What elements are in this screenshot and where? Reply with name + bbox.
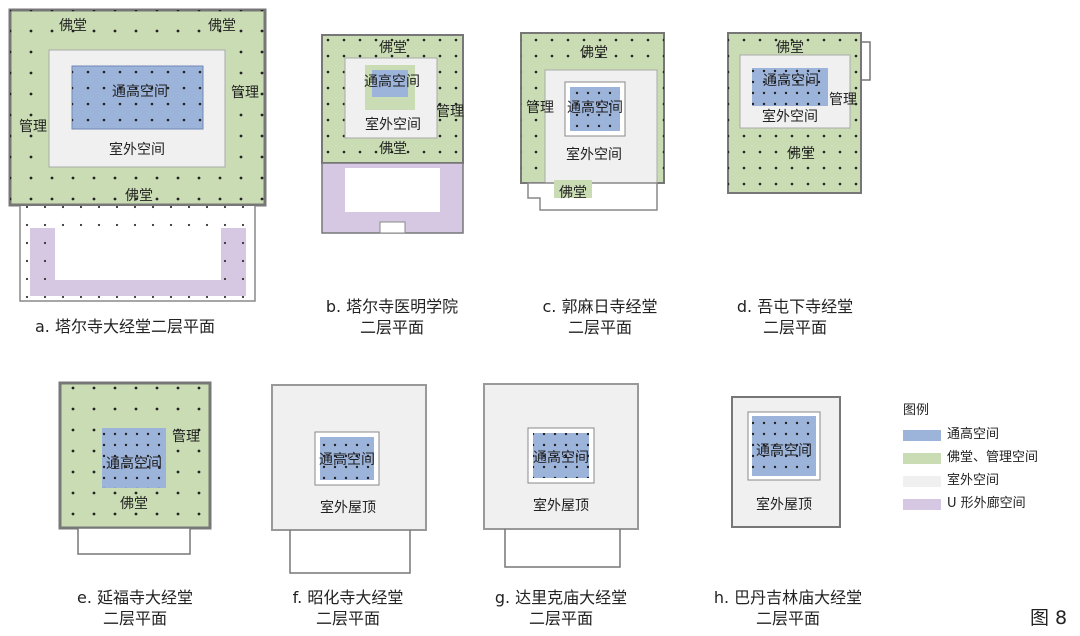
plan-h-atrium-columns <box>752 416 816 476</box>
plan-b-label-management: 管理 <box>436 104 464 120</box>
plan-h-label-atrium: 通高空间 <box>756 442 812 459</box>
caption-d-line2: 二层平面 <box>762 318 827 337</box>
plan-c-label-management: 管理 <box>526 100 554 116</box>
legend-item-atrium: 通高空间 <box>903 427 1038 443</box>
plan-f-label-atrium: 通高空间 <box>319 451 375 468</box>
plan-b <box>321 34 464 234</box>
plan-g-atrium-columns <box>533 433 589 478</box>
plan-e-porch <box>77 527 191 555</box>
plan-b-step <box>379 221 406 234</box>
plan-g-label-outdoor-roof: 室外屋顶 <box>533 497 589 514</box>
plan-h <box>731 396 841 528</box>
legend: 图例 通高空间 佛堂、管理空间 室外空间 U 形外廊空间 <box>903 403 1038 519</box>
caption-f: f. 昭化寺大经堂 二层平面 <box>268 587 428 629</box>
plan-c-label-outdoor: 室外空间 <box>566 146 622 163</box>
caption-f-line1: f. 昭化寺大经堂 <box>292 588 404 607</box>
plan-a <box>8 8 267 302</box>
caption-g: g. 达里克庙大经堂 二层平面 <box>476 587 646 629</box>
caption-b: b. 塔尔寺医明学院 二层平面 <box>307 296 477 338</box>
legend-item-outdoor: 室外空间 <box>903 473 1038 489</box>
plan-c-porch <box>527 182 658 211</box>
caption-c: c. 郭麻日寺经堂 二层平面 <box>520 296 680 338</box>
plan-a-label-management-right: 管理 <box>231 85 259 101</box>
legend-swatch-corridor <box>903 498 941 510</box>
legend-item-hall: 佛堂、管理空间 <box>903 450 1038 466</box>
plan-a-atrium-columns <box>72 66 203 129</box>
caption-b-line2: 二层平面 <box>359 318 424 337</box>
plan-b-court <box>345 168 440 212</box>
legend-label-outdoor: 室外空间 <box>947 473 1000 488</box>
plan-f-roof <box>271 384 427 531</box>
plan-a-label-management-left: 管理 <box>19 119 47 135</box>
plan-b-label-outdoor: 室外空间 <box>365 116 421 133</box>
plan-d-label-buddha-hall-bottom: 佛堂 <box>787 146 815 162</box>
plan-d <box>727 32 871 194</box>
plan-h-label-outdoor-roof: 室外屋顶 <box>756 496 812 513</box>
caption-d-line1: d. 吾屯下寺经堂 <box>736 297 854 316</box>
plan-a-label-buddha-hall-tr: 佛堂 <box>208 18 236 34</box>
plan-d-label-buddha-hall-top: 佛堂 <box>776 40 804 56</box>
legend-label-atrium: 通高空间 <box>947 427 1000 442</box>
plan-b-label-atrium: 通高空间 <box>364 73 420 90</box>
plan-c-atrium-columns <box>570 87 620 131</box>
plan-f <box>271 384 427 574</box>
plan-d-label-management: 管理 <box>829 92 857 108</box>
plan-d-stair <box>862 41 871 81</box>
plan-b-label-buddha-hall-bottom: 佛堂 <box>379 141 407 157</box>
plan-c-label-buddha-hall-top: 佛堂 <box>580 45 608 61</box>
plan-e-label-buddha-hall: 佛堂 <box>120 496 148 512</box>
legend-item-corridor: U 形外廊空间 <box>903 496 1038 512</box>
plan-e-atrium-columns <box>102 428 166 488</box>
figure-label: 图 8 <box>1030 607 1068 629</box>
plan-c <box>520 32 665 211</box>
plan-c-label-atrium: 通高空间 <box>567 99 623 116</box>
caption-c-line1: c. 郭麻日寺经堂 <box>542 297 658 316</box>
plan-d-label-outdoor: 室外空间 <box>762 108 818 125</box>
plan-e-label-atrium: 通高空间 <box>106 455 162 472</box>
plan-a-label-buddha-hall-bottom: 佛堂 <box>125 188 153 204</box>
caption-a: a. 塔尔寺大经堂二层平面 <box>35 316 215 337</box>
plan-b-label-buddha-hall-top: 佛堂 <box>379 40 407 56</box>
caption-e: e. 延福寺大经堂 二层平面 <box>55 587 215 629</box>
plan-f-porch <box>289 530 411 574</box>
plan-d-atrium-columns <box>752 68 828 106</box>
legend-label-corridor: U 形外廊空间 <box>947 496 1026 511</box>
plan-a-label-atrium: 通高空间 <box>112 83 168 100</box>
caption-d: d. 吾屯下寺经堂 二层平面 <box>715 296 875 338</box>
plan-g <box>483 383 639 568</box>
caption-e-line1: e. 延福寺大经堂 <box>76 588 194 607</box>
caption-c-line2: 二层平面 <box>567 318 632 337</box>
plan-c-label-buddha-hall-bottom: 佛堂 <box>559 185 587 201</box>
caption-h-line1: h. 巴丹吉林庙大经堂 <box>713 588 863 607</box>
plan-g-label-atrium: 通高空间 <box>533 449 589 466</box>
legend-swatch-outdoor <box>903 475 941 487</box>
plan-c-porch-hall <box>554 180 592 198</box>
plan-f-label-outdoor-roof: 室外屋顶 <box>320 499 376 516</box>
plan-b-atrium <box>372 70 408 97</box>
plan-a-court <box>55 228 221 280</box>
plan-a-label-outdoor: 室外空间 <box>109 141 165 158</box>
legend-swatch-atrium <box>903 429 941 441</box>
plan-d-label-atrium: 通高空间 <box>763 72 819 89</box>
plan-e-label-management: 管理 <box>172 429 200 445</box>
caption-h-line2: 二层平面 <box>755 609 820 628</box>
caption-a-line1: a. 塔尔寺大经堂二层平面 <box>35 317 215 336</box>
plan-g-porch <box>504 529 621 568</box>
caption-e-line2: 二层平面 <box>102 609 167 628</box>
caption-g-line2: 二层平面 <box>528 609 593 628</box>
plan-e <box>58 381 212 555</box>
caption-g-line1: g. 达里克庙大经堂 <box>494 588 628 607</box>
caption-b-line1: b. 塔尔寺医明学院 <box>325 297 459 316</box>
caption-f-line2: 二层平面 <box>315 609 380 628</box>
plan-a-label-buddha-hall-tl: 佛堂 <box>59 18 87 34</box>
caption-h: h. 巴丹吉林庙大经堂 二层平面 <box>698 587 878 629</box>
plan-f-atrium-columns <box>320 437 374 480</box>
legend-label-hall: 佛堂、管理空间 <box>947 450 1039 465</box>
legend-title: 图例 <box>903 403 930 418</box>
legend-swatch-hall <box>903 452 941 464</box>
